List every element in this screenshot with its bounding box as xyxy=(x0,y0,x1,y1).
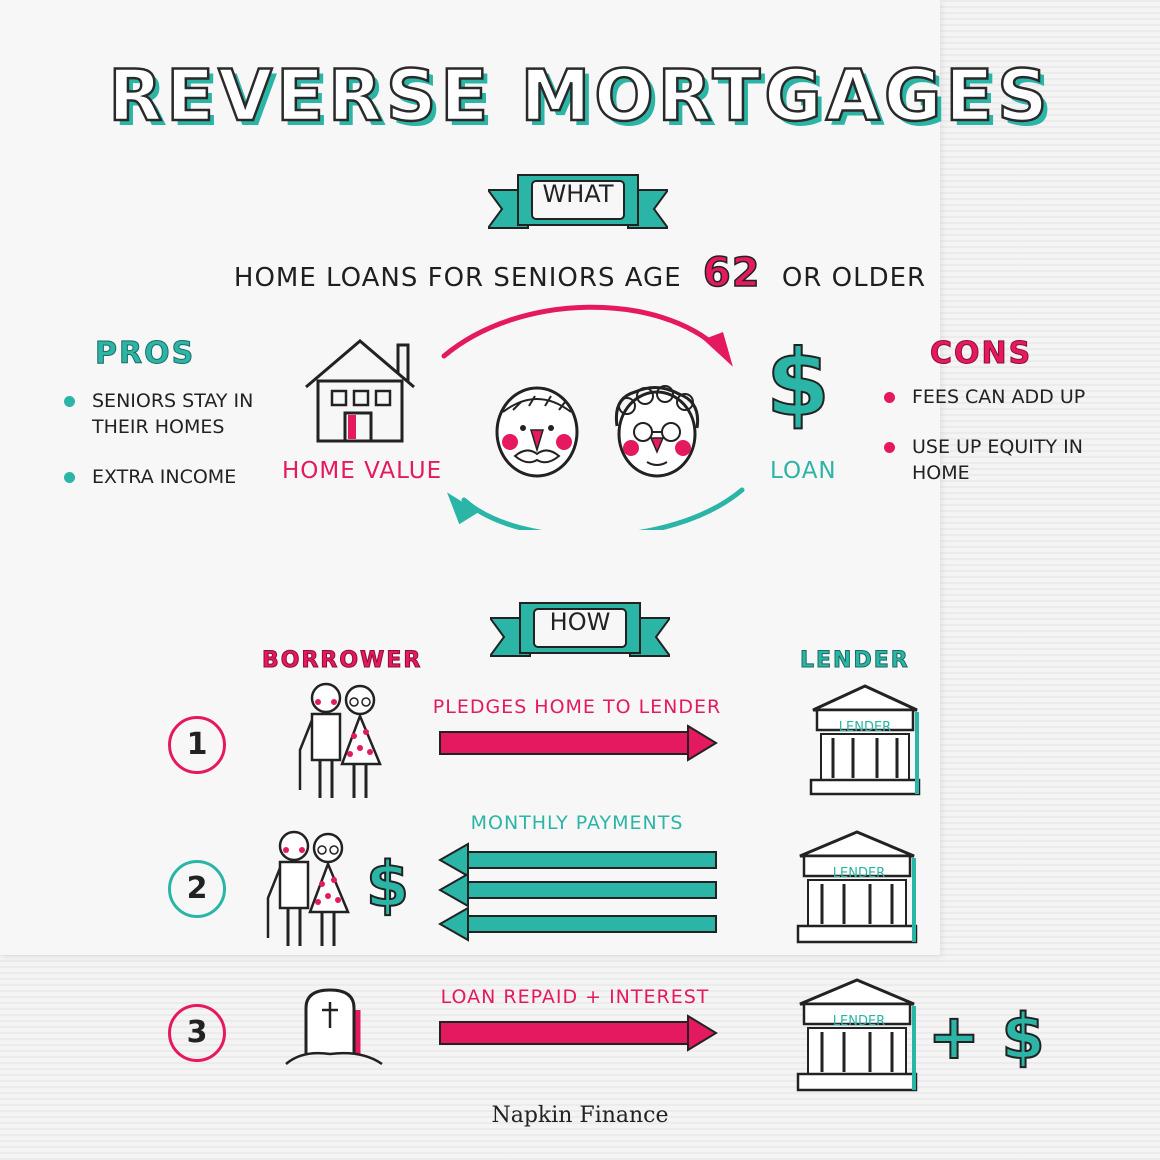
loan-label: LOAN xyxy=(770,458,837,484)
pros-list: SENIORS STAY IN THEIR HOMES EXTRA INCOME xyxy=(64,388,264,514)
step-1-label: PLEDGES HOME TO LENDER xyxy=(432,696,722,718)
bank-sign: LENDER xyxy=(838,720,892,735)
pros-heading: PROS xyxy=(94,336,196,372)
brand-name: Napkin Finance xyxy=(491,1103,669,1128)
age-number: 62 xyxy=(702,249,761,297)
gravestone-icon xyxy=(285,988,383,1066)
step-3-number: 3 xyxy=(168,1004,226,1062)
bottom-arrow xyxy=(461,487,745,530)
left-arrow xyxy=(438,872,717,908)
left-arrow xyxy=(438,842,717,878)
cons-item: FEES CAN ADD UP xyxy=(884,384,1094,410)
borrower-heading: BORROWER xyxy=(261,648,423,674)
pros-item: SENIORS STAY IN THEIR HOMES xyxy=(64,388,264,440)
bank-sign: LENDER xyxy=(832,866,886,881)
teal-bullet-icon xyxy=(64,396,75,407)
subtitle-after: OR OLDER xyxy=(781,263,927,293)
how-banner xyxy=(490,602,670,657)
bank-building-icon xyxy=(796,978,918,1092)
what-subtitle: HOME LOANS FOR SENIORS AGE 62 OR OLDER xyxy=(0,249,1160,297)
right-arrow-head-icon xyxy=(687,1014,718,1052)
senior-couple-icon xyxy=(298,682,382,798)
cons-heading: CONS xyxy=(929,336,1033,372)
napkin-panel xyxy=(0,0,940,955)
bottom-arrow-head-icon xyxy=(447,492,479,525)
left-arrow xyxy=(438,906,717,942)
what-banner xyxy=(488,174,668,229)
step-1-number: 1 xyxy=(168,716,226,774)
top-arrow-head-icon xyxy=(703,332,733,367)
how-banner-label: HOW xyxy=(549,608,611,636)
bank-sign: LENDER xyxy=(832,1014,886,1029)
teal-bullet-icon xyxy=(64,472,75,483)
cycle-arrows xyxy=(441,304,745,530)
step-2-label: MONTHLY PAYMENTS xyxy=(470,812,684,834)
what-banner-label: WHAT xyxy=(542,180,614,208)
right-arrow-head-icon xyxy=(687,724,718,762)
senior-couple-faces-icon xyxy=(495,385,700,478)
subtitle-before: HOME LOANS FOR SENIORS AGE xyxy=(233,263,682,293)
top-arrow xyxy=(441,304,723,359)
home-value-label: HOME VALUE xyxy=(282,458,443,484)
bank-building-icon xyxy=(809,684,921,796)
pink-bullet-icon xyxy=(884,442,895,453)
step-2-dollar-icon: $ xyxy=(365,847,410,922)
plus-dollar-result: + $ xyxy=(927,999,1046,1074)
step-2-number: 2 xyxy=(168,860,226,918)
cons-list: FEES CAN ADD UP USE UP EQUITY IN HOME xyxy=(884,384,1094,510)
step-2-left-arrows xyxy=(438,842,717,942)
pink-bullet-icon xyxy=(884,392,895,403)
bank-building-icon xyxy=(796,830,918,944)
senior-couple-icon xyxy=(266,830,350,946)
step-1-right-arrow xyxy=(439,724,718,762)
house-icon xyxy=(305,339,415,443)
page-title: REVERSE MORTGAGES xyxy=(107,54,1052,139)
pros-item: EXTRA INCOME xyxy=(64,464,264,490)
cons-item: USE UP EQUITY IN HOME xyxy=(884,434,1094,486)
step-3-right-arrow xyxy=(439,1014,718,1052)
loan-dollar-icon: $ xyxy=(765,329,831,438)
step-3-label: LOAN REPAID + INTEREST xyxy=(440,986,710,1008)
lender-heading: LENDER xyxy=(800,648,910,674)
